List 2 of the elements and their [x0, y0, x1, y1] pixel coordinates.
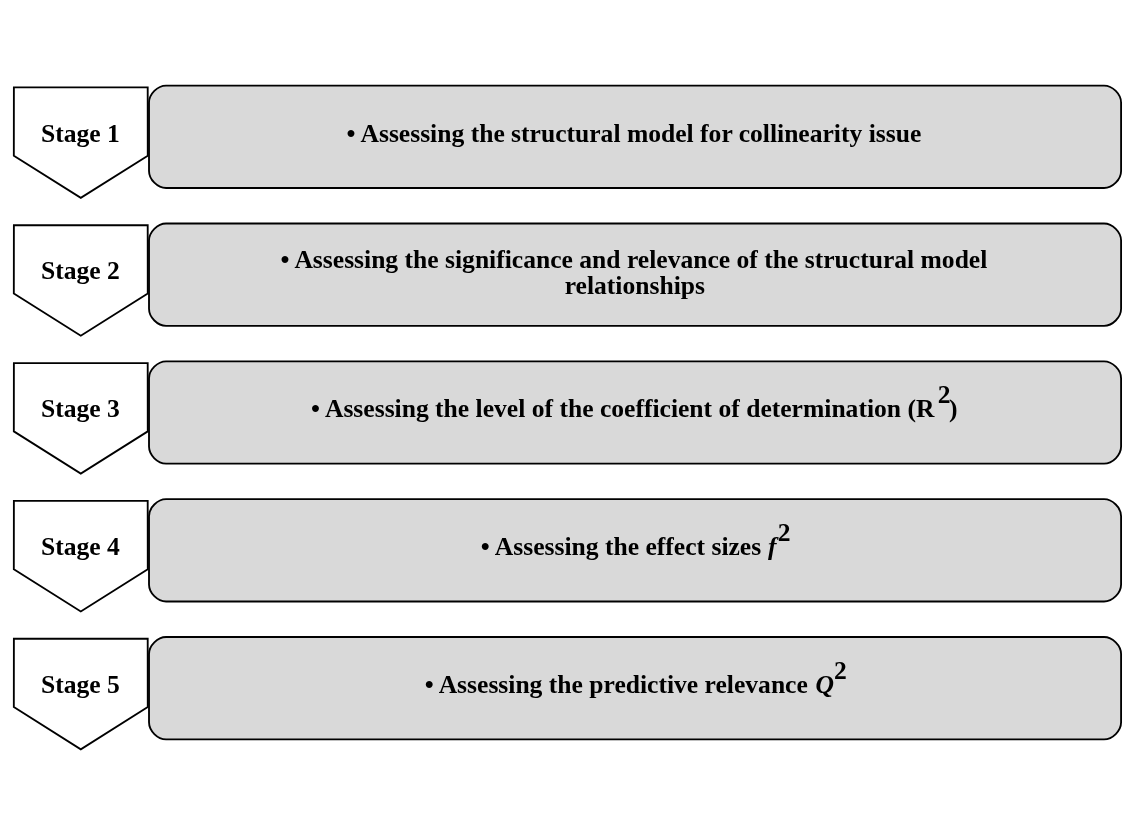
node-box: • Assessing the structural model for collinearity issue — [148, 84, 1122, 189]
node-box: • Assessing the significance and relevance of the structural model relationships — [148, 222, 1122, 327]
